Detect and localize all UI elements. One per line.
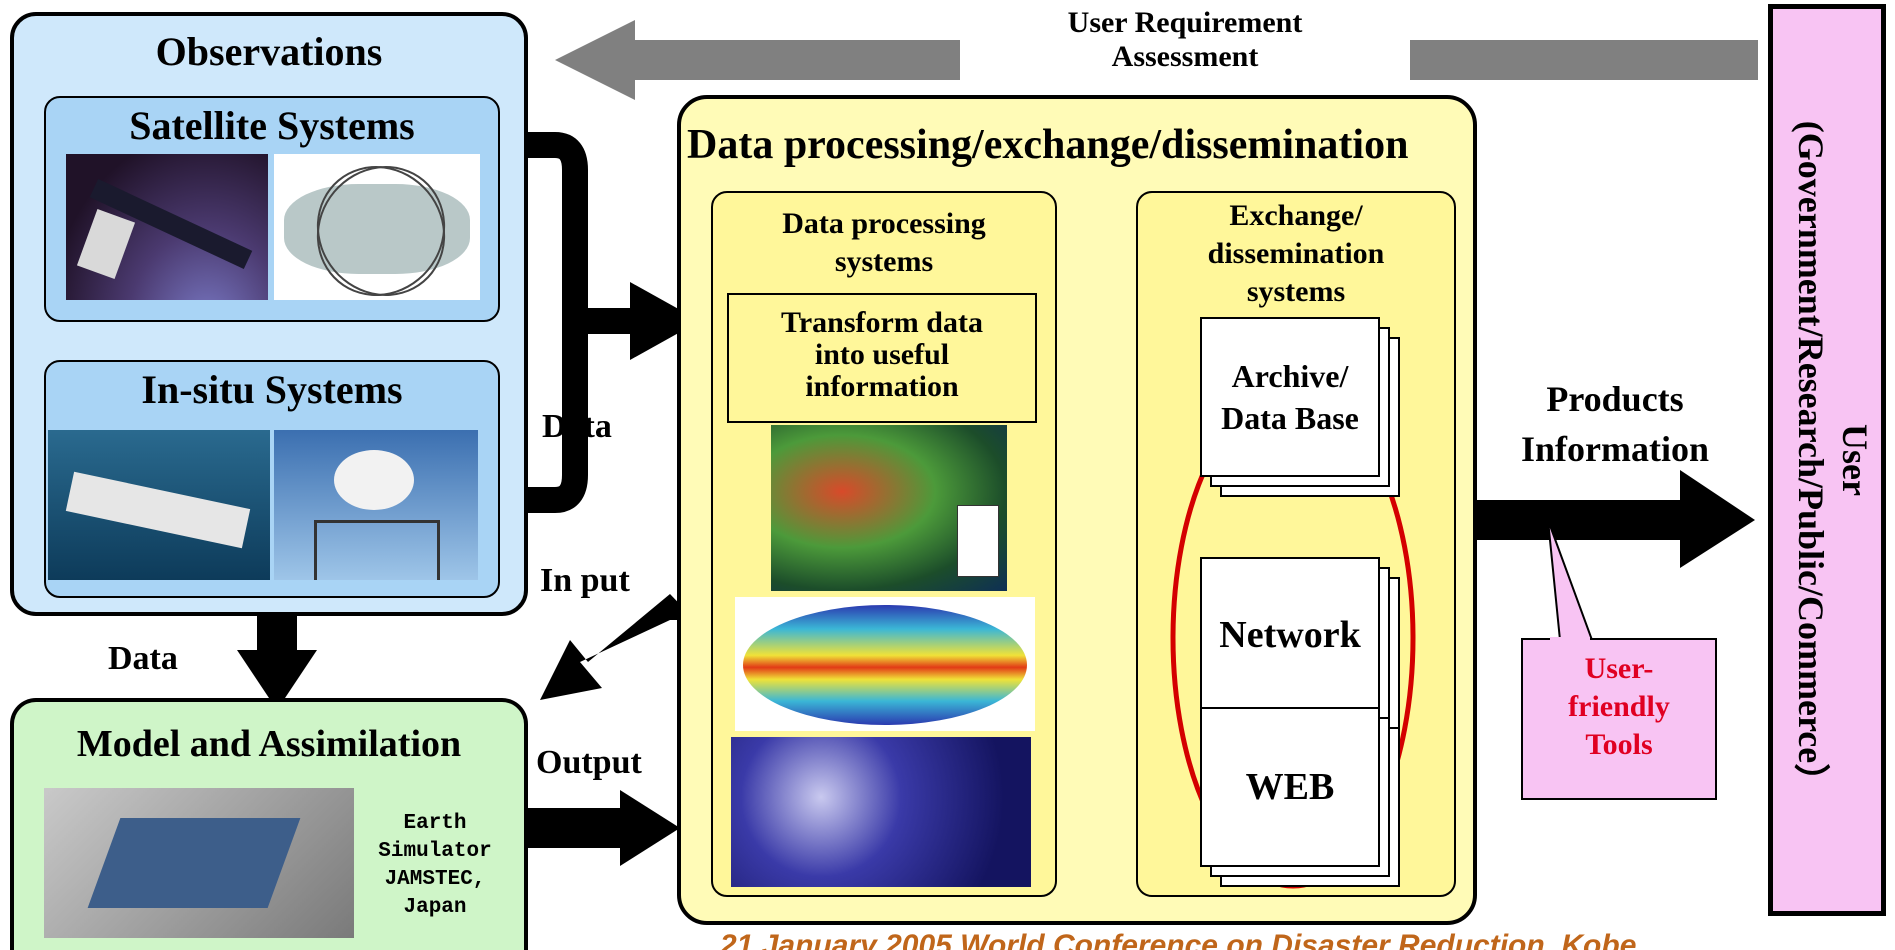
data-processing-panel: Data processing/exchange/dissemination D… <box>677 95 1477 925</box>
user-requirement-label: User Requirement Assessment <box>1067 6 1303 73</box>
data-processing-title: Data processing/exchange/dissemination <box>687 122 1409 168</box>
output-label: Output <box>536 744 642 781</box>
radar-antenna-photo <box>274 430 478 580</box>
products-information-label: Products Information <box>1521 379 1709 469</box>
insitu-systems-box: In-situ Systems <box>44 360 500 598</box>
input-label: In put <box>540 562 630 599</box>
input-arrow <box>540 594 695 700</box>
satellite-systems-box: Satellite Systems <box>44 96 500 322</box>
requirement-arrow-left-head <box>555 20 960 100</box>
products-arrow-head <box>1680 470 1755 568</box>
observations-panel: Observations Satellite Systems In-situ S… <box>10 12 528 616</box>
earth-simulator-photo <box>44 788 354 938</box>
user-label: User (Government/Research/Public/Commerc… <box>1791 120 1875 800</box>
satellite-systems-title: Satellite Systems <box>129 103 415 148</box>
earth-simulator-caption: Earth Simulator JAMSTEC, Japan <box>378 812 492 919</box>
obs-data-connector <box>528 132 588 513</box>
observations-title: Observations <box>155 29 383 74</box>
user-panel: User (Government/Research/Public/Commerc… <box>1768 4 1886 916</box>
transform-data-box: Transform data into useful information <box>727 293 1037 423</box>
insitu-systems-title: In-situ Systems <box>141 367 403 412</box>
network-card: Network <box>1200 557 1380 717</box>
tools-callout <box>1521 520 1717 800</box>
data-processing-systems-box: Data processing systems Transform data i… <box>711 191 1057 897</box>
data-arrow-head <box>630 282 700 360</box>
model-title: Model and Assimilation <box>76 723 462 765</box>
data-label-right: Data <box>542 408 612 445</box>
cloud-simulation-map <box>731 737 1031 887</box>
model-assimilation-panel: Model and Assimilation Earth Simulator J… <box>10 698 528 950</box>
sea-surface-temperature-map <box>735 597 1035 731</box>
data-label-down: Data <box>108 640 178 677</box>
satellite-orbit-map <box>274 154 480 300</box>
land-cover-map <box>771 425 1007 591</box>
exchange-dissemination-box: Exchange/ dissemination systems Archive/… <box>1136 191 1456 897</box>
footer-text: 21 January 2005 World Conference on Disa… <box>720 929 1637 950</box>
data-processing-systems-title: Data processing systems <box>782 207 986 278</box>
exchange-systems-title: Exchange/ dissemination systems <box>1207 199 1385 308</box>
data-down-arrow-head <box>237 650 317 710</box>
output-arrow-head <box>620 790 680 866</box>
web-card: WEB <box>1200 707 1380 867</box>
satellite-photo <box>66 154 268 300</box>
archive-database-card: Archive/ Data Base <box>1200 317 1380 477</box>
research-ship-photo <box>48 430 270 580</box>
requirement-arrow-right-shaft <box>1410 40 1758 80</box>
user-friendly-tools-label: User- friendly Tools <box>1568 652 1670 761</box>
